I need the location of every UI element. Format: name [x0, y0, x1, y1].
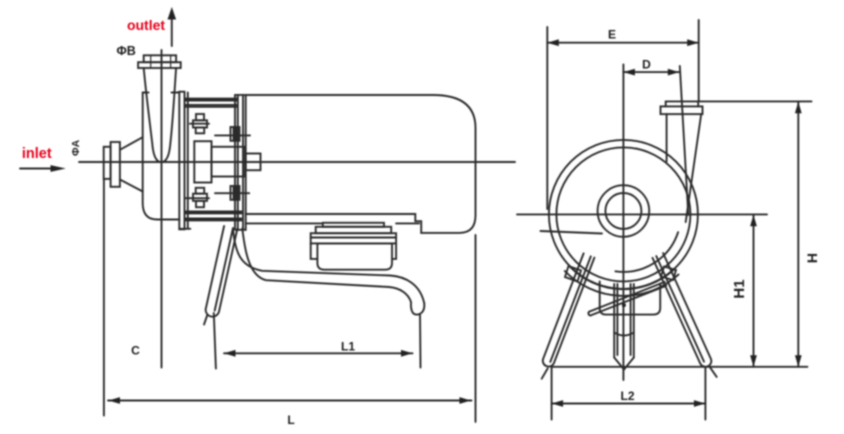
- svg-text:L2: L2: [620, 389, 634, 403]
- svg-text:D: D: [642, 58, 651, 72]
- svg-text:inlet: inlet: [22, 146, 52, 162]
- svg-text:L: L: [287, 413, 294, 427]
- svg-text:L1: L1: [341, 340, 355, 354]
- svg-text:ΦB: ΦB: [117, 44, 136, 58]
- svg-text:H: H: [804, 253, 820, 263]
- svg-text:ΦA: ΦA: [70, 139, 82, 156]
- svg-text:outlet: outlet: [127, 17, 165, 33]
- svg-text:E: E: [608, 28, 616, 42]
- svg-text:H1: H1: [731, 279, 748, 298]
- svg-text:C: C: [131, 343, 140, 357]
